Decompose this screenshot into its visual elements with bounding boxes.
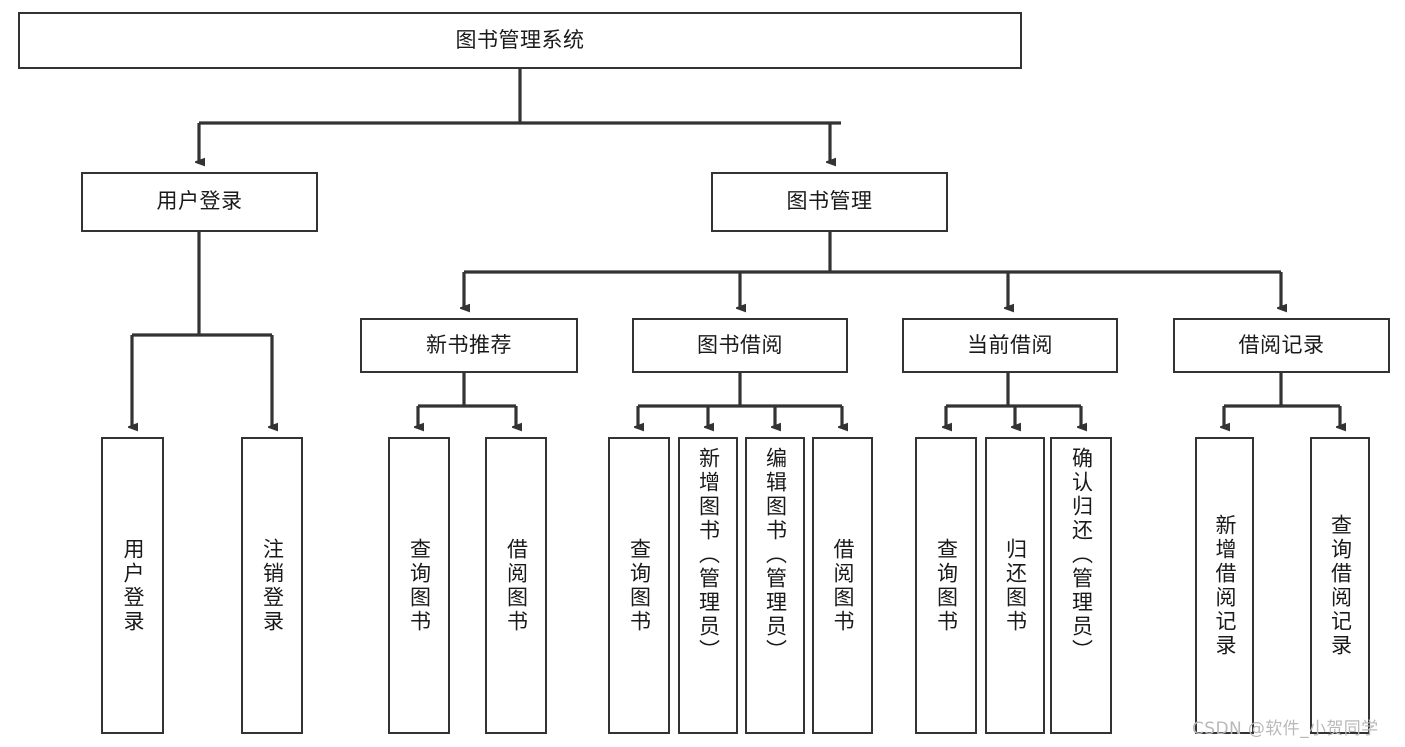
node-leaf-borrow-book[interactable]: 借阅图书 xyxy=(812,437,873,734)
watermark-text: CSDN @软件_小贺同学 xyxy=(1192,719,1379,739)
node-book-borrow[interactable]: 图书借阅 xyxy=(632,318,848,373)
node-leaf-add-book-label: 新增图书（管理员） xyxy=(696,447,721,663)
node-leaf-confirm-return[interactable]: 确认归还（管理员） xyxy=(1050,437,1112,734)
node-leaf-user-logout[interactable]: 注销登录 xyxy=(241,437,303,734)
node-leaf-confirm-return-label: 确认归还（管理员） xyxy=(1069,447,1094,663)
node-leaf-user-logout-label: 注销登录 xyxy=(260,537,285,634)
node-current-borrow-label: 当前借阅 xyxy=(967,332,1053,357)
node-user-login-label: 用户登录 xyxy=(156,189,243,214)
node-leaf-edit-book-label: 编辑图书（管理员） xyxy=(763,447,788,663)
node-leaf-query-book-borrow-label: 查询图书 xyxy=(627,537,652,634)
node-book-borrow-label: 图书借阅 xyxy=(697,332,783,357)
node-leaf-edit-book[interactable]: 编辑图书（管理员） xyxy=(745,437,805,734)
node-leaf-return-book[interactable]: 归还图书 xyxy=(985,437,1045,734)
node-leaf-query-book-recommend-label: 查询图书 xyxy=(407,537,432,634)
node-leaf-borrow-book-recommend-label: 借阅图书 xyxy=(504,537,529,634)
node-book-management-label: 图书管理 xyxy=(786,189,873,214)
node-leaf-add-borrow-record-label: 新增借阅记录 xyxy=(1213,513,1237,658)
node-leaf-borrow-book-recommend[interactable]: 借阅图书 xyxy=(485,437,547,734)
node-new-book-recommend[interactable]: 新书推荐 xyxy=(360,318,578,373)
node-leaf-query-borrow-record-label: 查询借阅记录 xyxy=(1328,513,1353,658)
node-borrow-record[interactable]: 借阅记录 xyxy=(1173,318,1390,373)
node-leaf-borrow-book-label: 借阅图书 xyxy=(831,537,855,634)
node-leaf-user-login-label: 用户登录 xyxy=(121,537,145,634)
node-current-borrow[interactable]: 当前借阅 xyxy=(902,318,1118,373)
node-leaf-query-book-recommend[interactable]: 查询图书 xyxy=(388,437,450,734)
node-root[interactable]: 图书管理系统 xyxy=(18,12,1022,69)
node-borrow-record-label: 借阅记录 xyxy=(1238,332,1325,357)
node-leaf-query-book-current[interactable]: 查询图书 xyxy=(915,437,977,734)
node-leaf-return-book-label: 归还图书 xyxy=(1003,537,1028,634)
node-leaf-query-borrow-record[interactable]: 查询借阅记录 xyxy=(1310,437,1370,734)
node-root-label: 图书管理系统 xyxy=(455,27,585,52)
node-leaf-add-borrow-record[interactable]: 新增借阅记录 xyxy=(1195,437,1254,734)
node-leaf-query-book-borrow[interactable]: 查询图书 xyxy=(608,437,670,734)
node-user-login[interactable]: 用户登录 xyxy=(81,172,318,232)
node-book-management[interactable]: 图书管理 xyxy=(711,172,948,232)
node-leaf-add-book[interactable]: 新增图书（管理员） xyxy=(678,437,738,734)
node-leaf-user-login[interactable]: 用户登录 xyxy=(101,437,164,734)
node-new-book-recommend-label: 新书推荐 xyxy=(426,332,512,357)
node-leaf-query-book-current-label: 查询图书 xyxy=(934,537,959,634)
